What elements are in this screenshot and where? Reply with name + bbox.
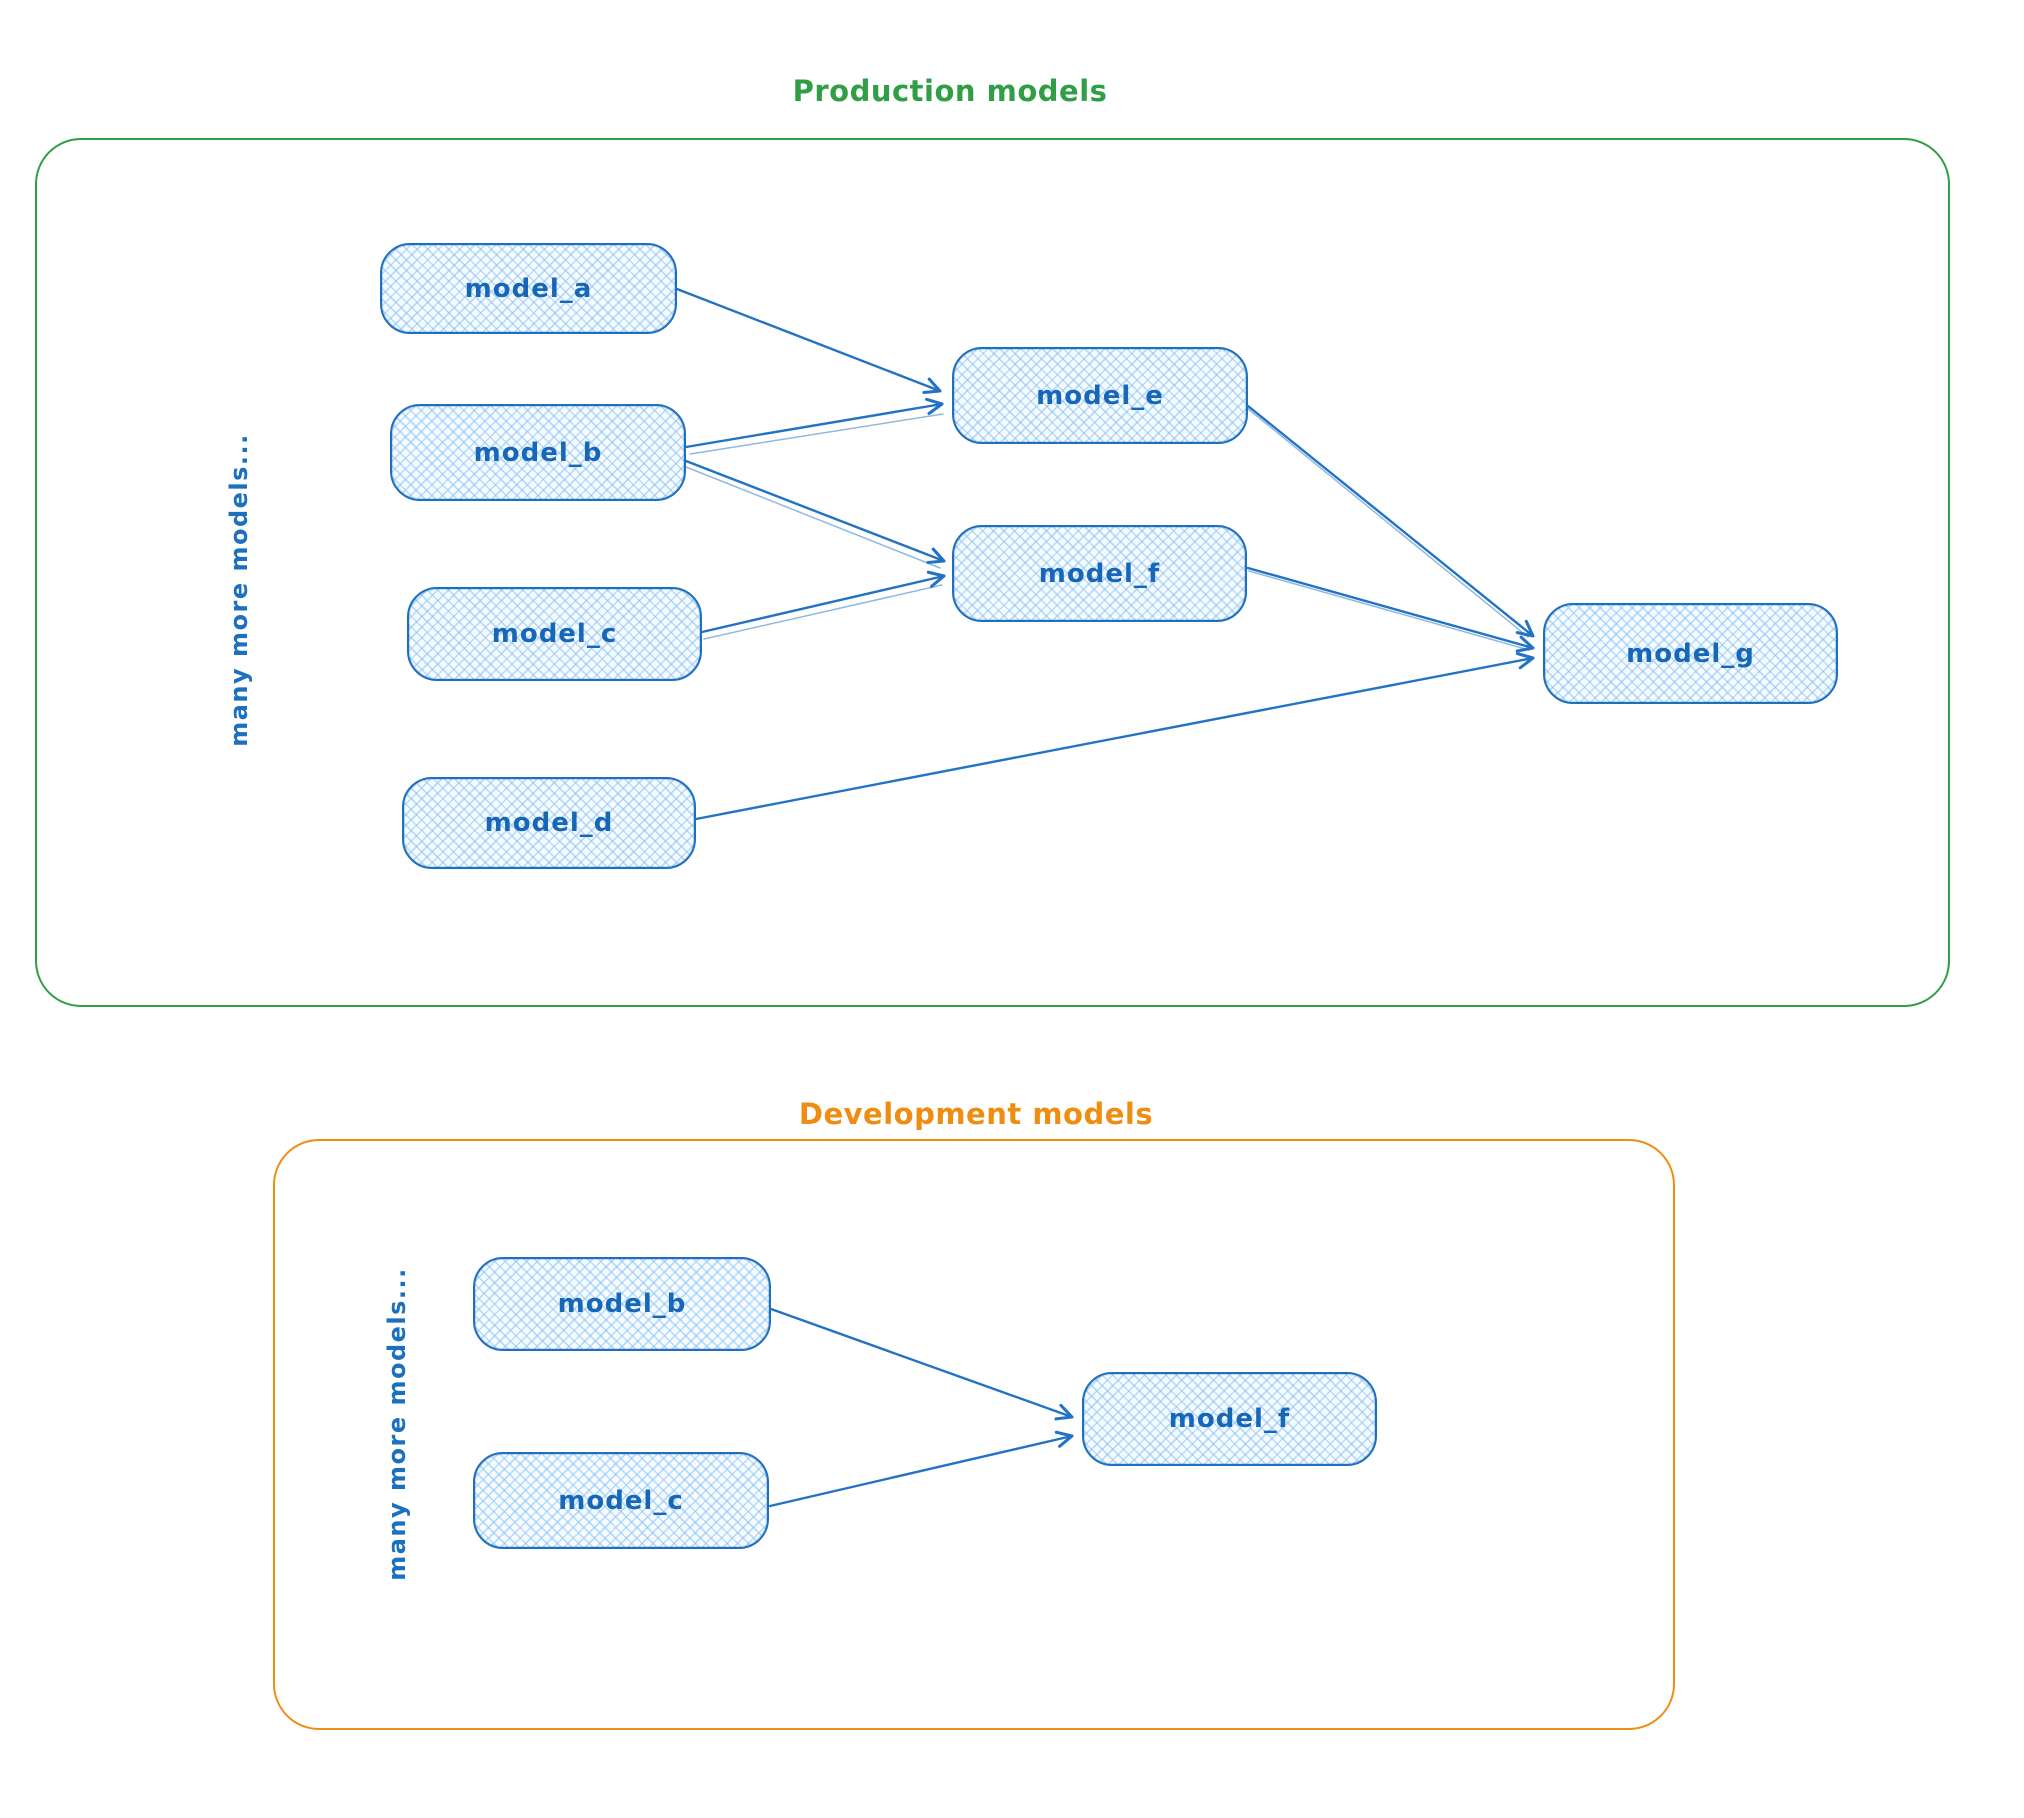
node-model_b: model_b	[390, 404, 686, 501]
node-label-model_f: model_f	[1038, 558, 1161, 589]
node-label-dev-model_f: model_f	[1168, 1404, 1291, 1434]
node-model_a: model_a	[380, 243, 677, 334]
node-model_e: model_e	[952, 347, 1248, 444]
development-section-title: Development models	[798, 1097, 1154, 1131]
node-model_d: model_d	[402, 777, 696, 869]
node-label-model_d: model_d	[484, 808, 614, 838]
node-dev-model_c: model_c	[473, 1452, 769, 1549]
node-model_c: model_c	[407, 587, 702, 681]
node-label-dev-model_c: model_c	[558, 1485, 684, 1516]
production-section-frame	[35, 138, 1950, 1007]
production-side-note: many more models...	[225, 433, 253, 747]
node-dev-model_b: model_b	[473, 1257, 771, 1351]
development-section-frame	[273, 1139, 1675, 1730]
node-model_g: model_g	[1543, 603, 1838, 704]
node-label-model_b: model_b	[473, 437, 603, 468]
node-model_f: model_f	[952, 525, 1247, 622]
node-label-model_e: model_e	[1036, 380, 1164, 411]
node-label-model_c: model_c	[491, 619, 618, 649]
node-dev-model_f: model_f	[1082, 1372, 1377, 1466]
node-label-model_g: model_g	[1626, 638, 1755, 669]
node-label-model_a: model_a	[464, 273, 593, 304]
development-side-note: many more models...	[383, 1267, 411, 1581]
node-label-dev-model_b: model_b	[557, 1289, 687, 1319]
production-section-title: Production models	[792, 74, 1108, 108]
